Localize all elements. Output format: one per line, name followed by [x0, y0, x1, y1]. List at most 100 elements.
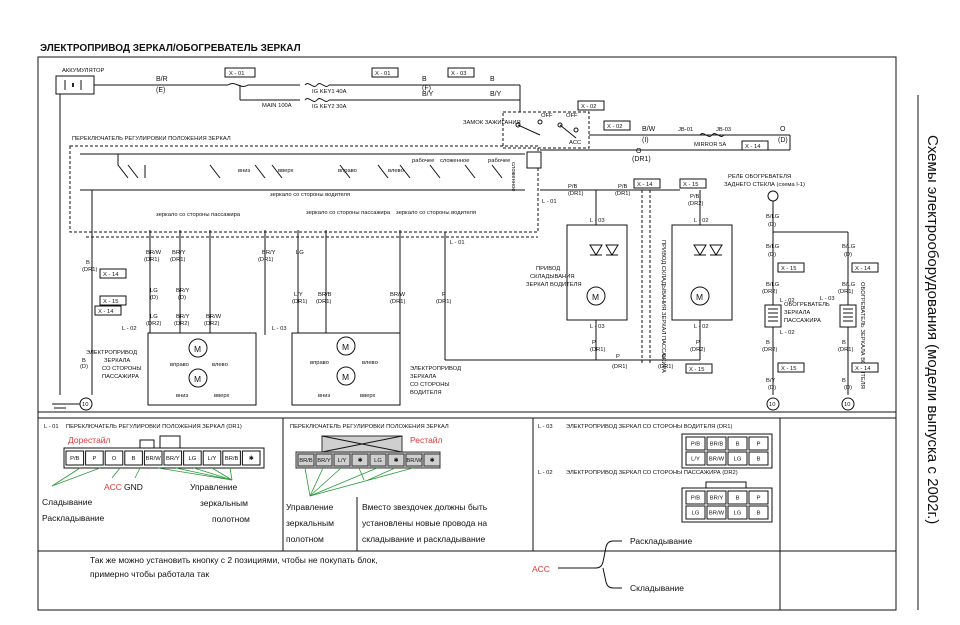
bottom-fold: Складывание — [630, 583, 684, 593]
panel-mid-note2: установлены новые провода на — [362, 518, 487, 528]
panel-l01-acc: ACC — [104, 482, 122, 492]
conn-x14-a-label: X - 14 — [103, 272, 119, 278]
conn-x14-f-label: X - 14 — [855, 366, 871, 372]
passenger-motor-label-2: ЗЕРКАЛА — [104, 358, 130, 364]
panel-mid-control3: полотном — [286, 534, 324, 544]
panel-l01-gnd: GND — [124, 482, 143, 492]
l01-connector-key-2 — [159, 435, 181, 449]
l02-top-pin-3 — [748, 490, 769, 505]
switch-label: ПЕРЕКЛЮЧАТЕЛЬ РЕГУЛИРОВКИ ПОЛОЖЕНИЯ ЗЕРК… — [72, 136, 231, 142]
l03-top-pin-1 — [706, 436, 727, 451]
fuse-mirror-label: MIRROR 5A — [694, 142, 726, 148]
lbl-lg-2: LG — [150, 288, 158, 294]
wire-label-b2: B — [490, 76, 495, 83]
l01-pin-7 — [202, 450, 222, 466]
panel-mid-title: ПЕРЕКЛЮЧАТЕЛЬ РЕГУЛИРОВКИ ПОЛОЖЕНИЯ ЗЕРК… — [290, 424, 449, 430]
conn-x01-label: X - 01 — [229, 71, 244, 77]
l02-top-pin-2 — [727, 490, 748, 505]
mid-pin-5 — [387, 453, 405, 467]
fuse-mirror — [699, 133, 725, 137]
l03-bot-pin-0 — [685, 451, 706, 466]
l03-bot-pin-1 — [706, 451, 727, 466]
lbl-dr1-13: (DR1) — [658, 364, 674, 370]
heater-pass-label-2: ЗЕРКАЛА — [784, 310, 810, 316]
fuse-igkey1 — [304, 83, 330, 87]
lbl-dr1-11: (DR1) — [590, 347, 606, 353]
wire-label-e: (E) — [156, 87, 165, 94]
lbl-blg-3: B/LG — [842, 244, 856, 250]
l03-top-pin-3 — [748, 436, 769, 451]
l01-pin-2 — [104, 450, 124, 466]
conn-x14-f — [851, 362, 879, 373]
lbl-dr2-5: (DR2) — [690, 347, 706, 353]
outer-frame — [37, 56, 897, 611]
lbl-p-1: P — [442, 292, 446, 298]
l01-pin-label-2: O — [112, 456, 117, 462]
mid-pin-label-5: ✱ — [394, 457, 399, 464]
heater-pass — [764, 304, 782, 328]
ground-right-1 — [766, 397, 780, 411]
l01-pin-3 — [124, 450, 143, 466]
lbl-pb-3: P/B — [690, 194, 699, 200]
lbl-blg-5: B/LG — [842, 282, 856, 288]
l01-lead-3 — [111, 467, 121, 479]
l03-bot-pin-label-3: B — [757, 457, 761, 463]
driver-right: вправо — [310, 360, 329, 366]
lbl-dr1-3: (DR1) — [170, 257, 186, 263]
lbl-d-5: (D) — [844, 252, 852, 258]
l03-top-pin-0 — [685, 436, 706, 451]
fold-driver-diode-2 — [605, 244, 619, 256]
switch-down: вниз — [238, 168, 251, 174]
lbl-dr2-7: (DR2) — [762, 347, 778, 353]
l01-lead-1 — [51, 467, 81, 487]
driver-motor-2-m: M — [342, 372, 349, 382]
l01-lead-5 — [157, 467, 233, 481]
l02-bot-pin-2 — [727, 505, 748, 520]
mid-pin-label-4: LG — [374, 458, 382, 464]
lbl-l02-a: L - 02 — [122, 326, 137, 332]
lbl-blg-1: B/LG — [766, 214, 780, 220]
lbl-p-5: P — [662, 354, 666, 360]
l01-pin-label-9: ✱ — [249, 455, 254, 462]
switch-driver-mirror2: зеркало со стороны водителя — [396, 210, 476, 216]
ign-contact-arm-1 — [517, 124, 541, 136]
wire-label-by2: B/Y — [490, 91, 502, 98]
conn-x02b-label: X - 02 — [607, 124, 622, 130]
conn-x14-e — [851, 262, 879, 273]
l01-lead-4 — [134, 467, 141, 479]
fold-driver-motor — [586, 286, 606, 306]
driver-left: влево — [362, 360, 378, 366]
fuse-main-label: MAIN 100A — [262, 103, 292, 109]
lbl-dr1-2: (DR1) — [144, 257, 160, 263]
lbl-brw-3: BR/W — [390, 292, 406, 298]
lbl-l03-c: L - 03 — [590, 324, 605, 330]
lbl-blg-2: B/LG — [766, 244, 780, 250]
ignition-label: ЗАМОК ЗАЖИГАНИЯ — [463, 120, 521, 126]
mid-pin-0 — [297, 453, 315, 467]
l01-pin-label-3: B — [132, 456, 136, 462]
l02-bot-pin-label-2: LG — [734, 511, 742, 517]
lbl-dr1-12: (DR1) — [612, 364, 628, 370]
lbl-brw-2: BR/W — [206, 314, 222, 320]
wire-label-d: (D) — [778, 137, 788, 144]
l03-bot-pin-label-0: L/Y — [691, 457, 700, 463]
mid-pin-label-7: ✱ — [430, 457, 435, 464]
conn-x14-b — [94, 305, 122, 316]
fuse-igkey2 — [304, 98, 330, 102]
lbl-bry-1: BR/Y — [172, 250, 186, 256]
panel-l01-control1: Управление — [190, 482, 238, 492]
passenger-motor-label-1: ЭЛЕКТРОПРИВОД — [86, 350, 137, 356]
lbl-dr1-1: (DR1) — [82, 267, 98, 273]
fold-pass-motor-m: M — [696, 292, 703, 302]
passenger-motor-2 — [188, 368, 208, 388]
driver-motor-1 — [336, 336, 356, 356]
driver-up: вверх — [360, 393, 375, 399]
mid-connector-x — [321, 435, 403, 453]
l03-bot-pin-label-2: LG — [734, 457, 742, 463]
l01-lead-2 — [51, 467, 101, 487]
fold-driver-label-2: СКЛАДЫВАНИЯ — [530, 274, 575, 280]
passenger-motor-label-3: СО СТОРОНЫ — [102, 366, 142, 372]
